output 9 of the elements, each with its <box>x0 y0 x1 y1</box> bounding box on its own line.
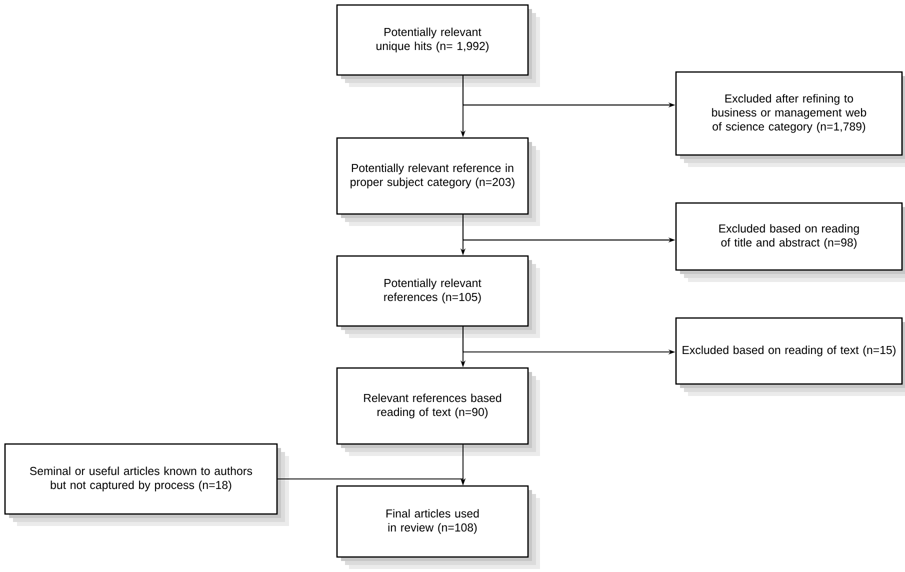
process-box: Excluded based on reading of text (n=15) <box>675 317 905 396</box>
process-box: Relevant references based reading of text (n=90) <box>336 367 540 456</box>
process-box: Excluded based on reading of title and abstract (n=98) <box>675 202 905 282</box>
process-box: Excluded after refining to business or management web of science category (n=1,789) <box>675 71 905 167</box>
process-box: Potentially relevant references (n=105) <box>336 255 540 338</box>
process-box: Seminal or useful articles known to authors but not captured by process (n=18) <box>4 443 289 526</box>
process-box: Potentially relevant reference in proper subject category (n=203) <box>336 137 540 226</box>
process-box: Potentially relevant unique hits (n= 1,992) <box>336 4 540 87</box>
process-box: Final articles used in review (n=108) <box>336 485 540 569</box>
